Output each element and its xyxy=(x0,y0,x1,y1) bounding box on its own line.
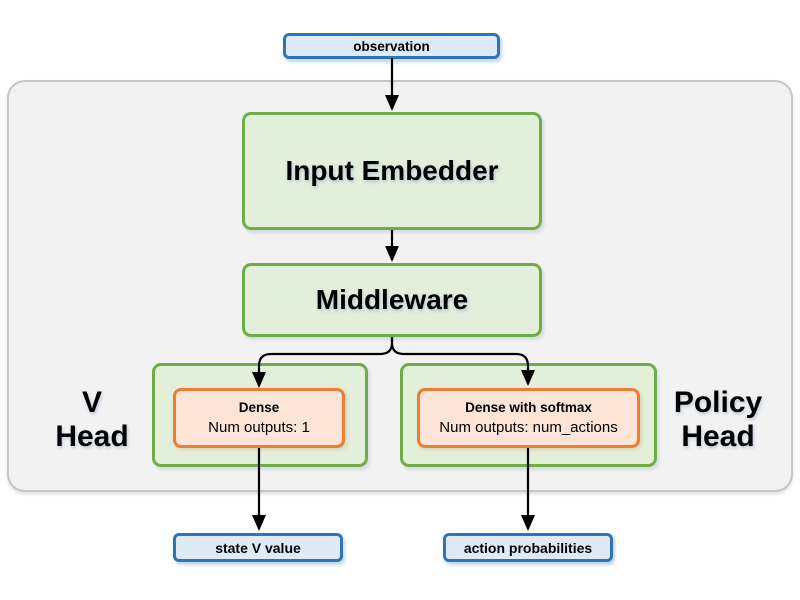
state-v-value-node: state V value xyxy=(173,533,343,562)
v-head-label-line1: V xyxy=(81,386,102,419)
state-v-value-label: state V value xyxy=(215,539,301,556)
middleware-node: Middleware xyxy=(242,263,542,337)
v-head-dense-subtitle: Num outputs: 1 xyxy=(208,419,310,436)
middleware-label: Middleware xyxy=(315,284,469,315)
policy-head-label: Policy Head xyxy=(657,385,779,455)
policy-head-dense-node: Dense with softmax Num outputs: num_acti… xyxy=(417,388,640,448)
v-head-dense-node: Dense Num outputs: 1 xyxy=(173,388,345,448)
action-probabilities-node: action probabilities xyxy=(443,533,613,562)
policy-head-label-line1: Policy xyxy=(673,386,763,419)
observation-label: observation xyxy=(353,38,430,54)
input-embedder-label: Input Embedder xyxy=(285,155,499,186)
policy-head-dense-title: Dense with softmax xyxy=(465,400,592,415)
v-head-label: V Head xyxy=(32,385,152,455)
policy-head-dense-subtitle: Num outputs: num_actions xyxy=(439,419,618,436)
policy-head-label-line2: Head xyxy=(681,420,755,453)
action-probabilities-label: action probabilities xyxy=(463,539,593,556)
observation-node: observation xyxy=(283,33,500,59)
v-head-label-line2: Head xyxy=(55,420,129,453)
input-embedder-node: Input Embedder xyxy=(242,112,542,230)
v-head-dense-title: Dense xyxy=(238,400,280,415)
